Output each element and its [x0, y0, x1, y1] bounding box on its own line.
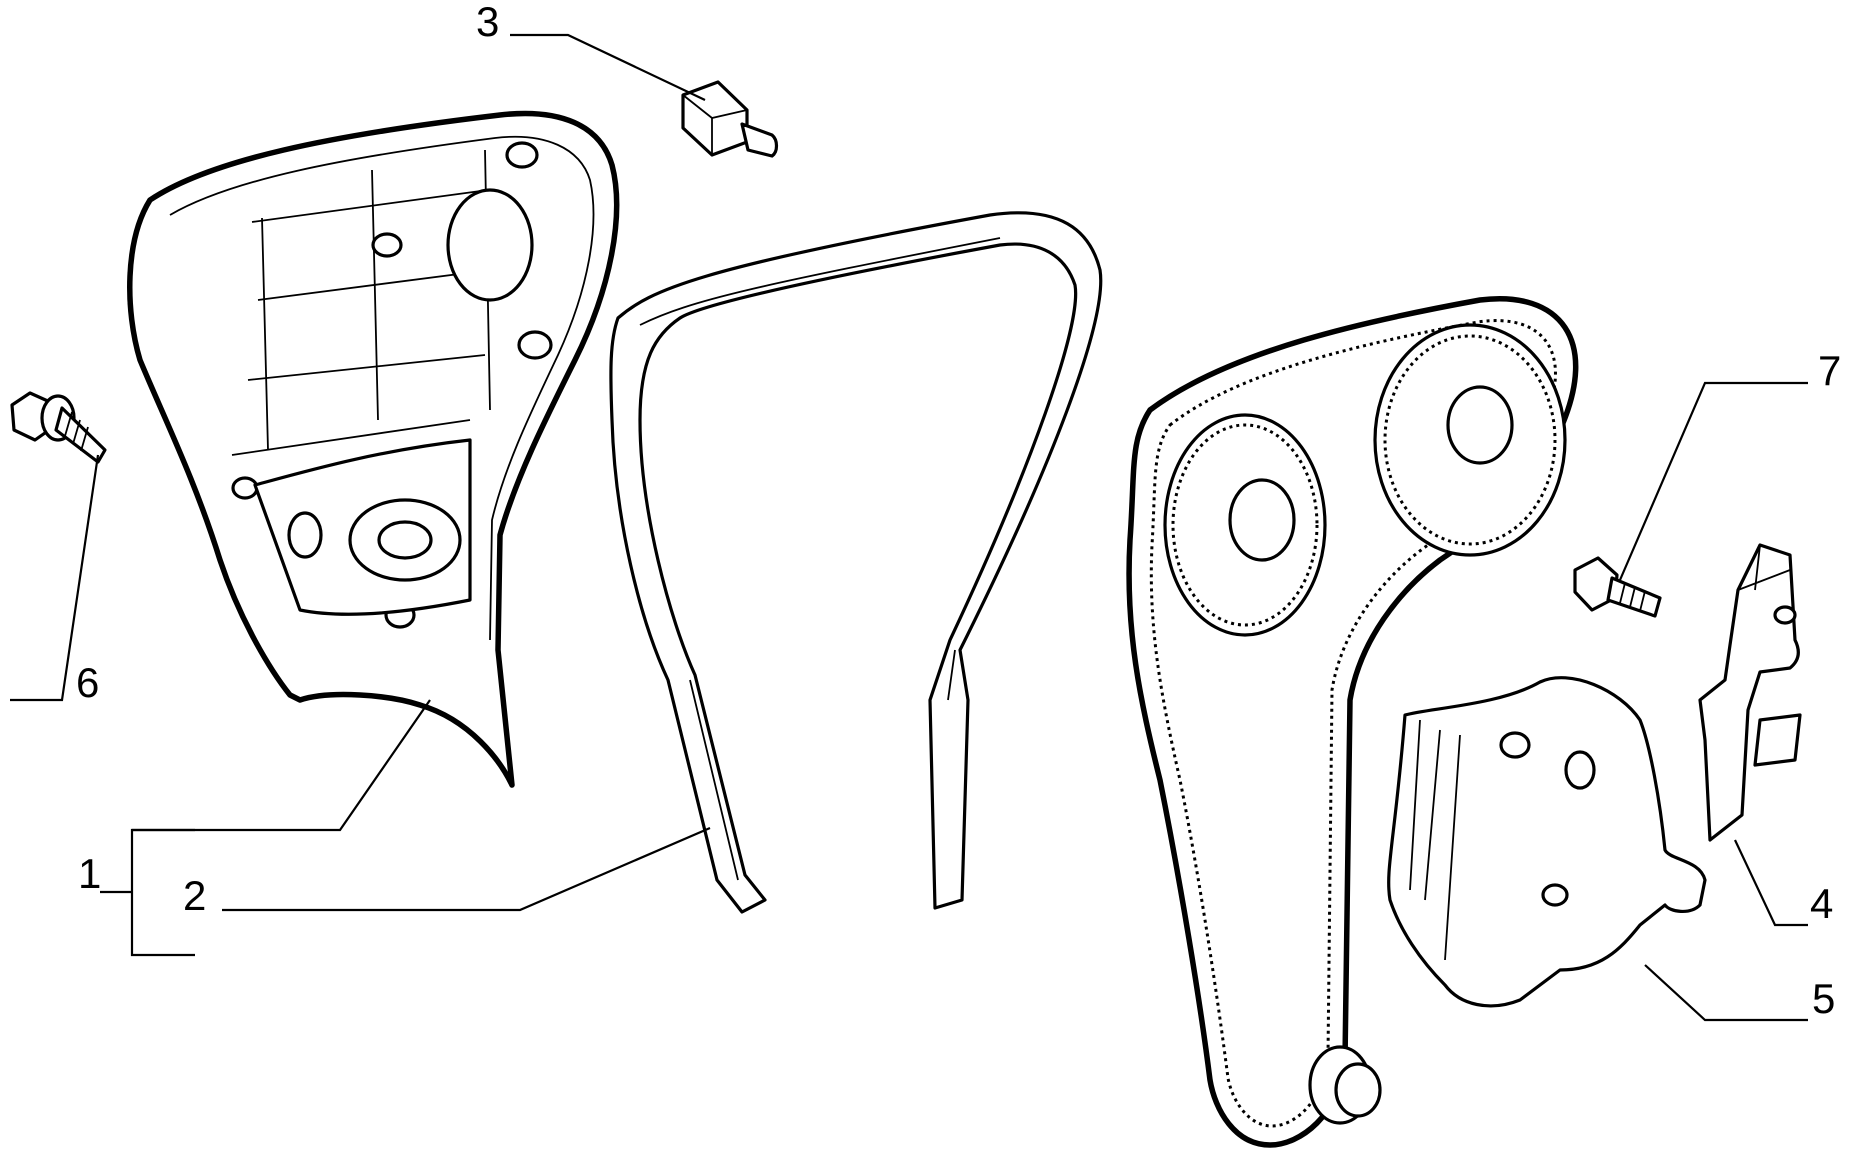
timing-belt-assembly: [1126, 296, 1579, 1148]
leader-2: [222, 826, 711, 912]
callout-7: 7: [1818, 347, 1841, 394]
bracket: [1698, 543, 1802, 842]
leader-6: [10, 454, 100, 702]
callout-2: 2: [183, 872, 206, 919]
timing-belt-cover: [127, 110, 620, 788]
callout-labels: 3 6 1 2 7 4 5: [76, 0, 1841, 1022]
leader-lines: [10, 33, 1808, 1022]
leader-4: [1734, 839, 1808, 927]
leader-1: [132, 699, 431, 832]
leader-3: [510, 33, 706, 101]
leader-5: [1644, 964, 1808, 1022]
leader-7: [1618, 381, 1808, 581]
callout-4: 4: [1810, 880, 1833, 927]
stud: [681, 80, 779, 158]
callout-1: 1: [78, 850, 101, 897]
callout-6: 6: [76, 659, 99, 706]
callout-5: 5: [1812, 975, 1835, 1022]
screw: [1573, 556, 1662, 618]
cover-seal: [609, 211, 1103, 914]
outer-cover: [1387, 676, 1707, 1008]
callout-3: 3: [476, 0, 499, 45]
screw-with-washer: [10, 391, 107, 464]
